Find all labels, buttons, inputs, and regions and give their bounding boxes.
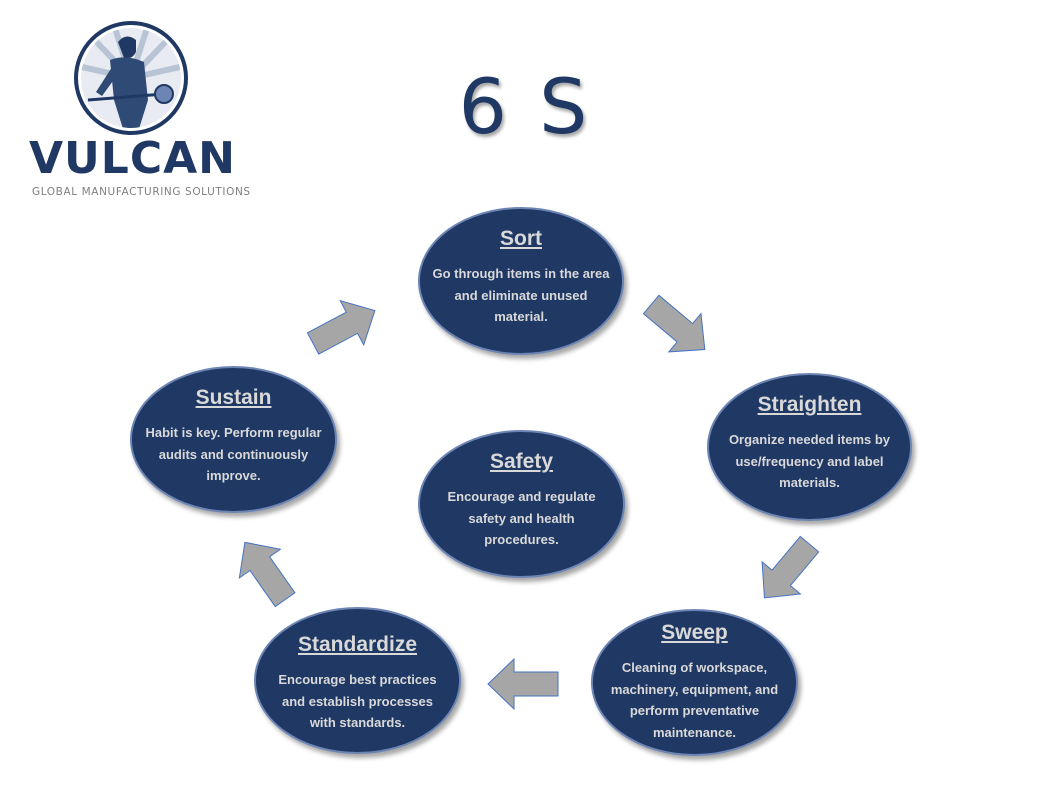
arrow-sort-to-straighten-icon (642, 294, 706, 353)
node-sustain: Sustain Habit is key. Perform regular au… (130, 366, 337, 513)
node-standardize-description: Encourage best practices and establish p… (278, 672, 437, 730)
node-straighten-description: Organize needed items by use/frequency a… (728, 432, 891, 490)
arrow-sweep-to-standardize-icon (487, 657, 559, 711)
node-safety-title: Safety (489, 450, 554, 473)
node-sustain-title: Sustain (195, 386, 272, 409)
logo-wordmark: VULCAN (29, 133, 236, 184)
page-title: 6 S (458, 62, 592, 151)
node-straighten: Straighten Organize needed items by use/… (707, 373, 912, 521)
arrow-standardize-to-sustain-icon (238, 541, 296, 608)
node-safety-description: Encourage and regulate safety and health… (447, 489, 596, 547)
node-sweep: Sweep Cleaning of workspace, machinery, … (591, 609, 798, 756)
vulcan-logo-emblem (74, 21, 188, 135)
node-sort: Sort Go through items in the area and el… (418, 207, 624, 355)
node-standardize: Standardize Encourage best practices and… (254, 607, 461, 754)
node-safety: Safety Encourage and regulate safety and… (418, 430, 625, 578)
node-sustain-description: Habit is key. Perform regular audits and… (145, 425, 322, 483)
node-sweep-description: Cleaning of workspace, machinery, equipm… (610, 660, 779, 740)
node-sort-description: Go through items in the area and elimina… (432, 266, 610, 324)
node-sweep-title: Sweep (661, 621, 728, 644)
arrow-sustain-to-sort-icon (306, 299, 376, 355)
logo-tagline: GLOBAL MANUFACTURING SOLUTIONS (32, 186, 251, 198)
node-sort-title: Sort (500, 227, 542, 250)
node-standardize-title: Standardize (297, 633, 418, 656)
arrow-straighten-to-sweep-icon (761, 535, 820, 599)
node-straighten-title: Straighten (757, 393, 862, 416)
